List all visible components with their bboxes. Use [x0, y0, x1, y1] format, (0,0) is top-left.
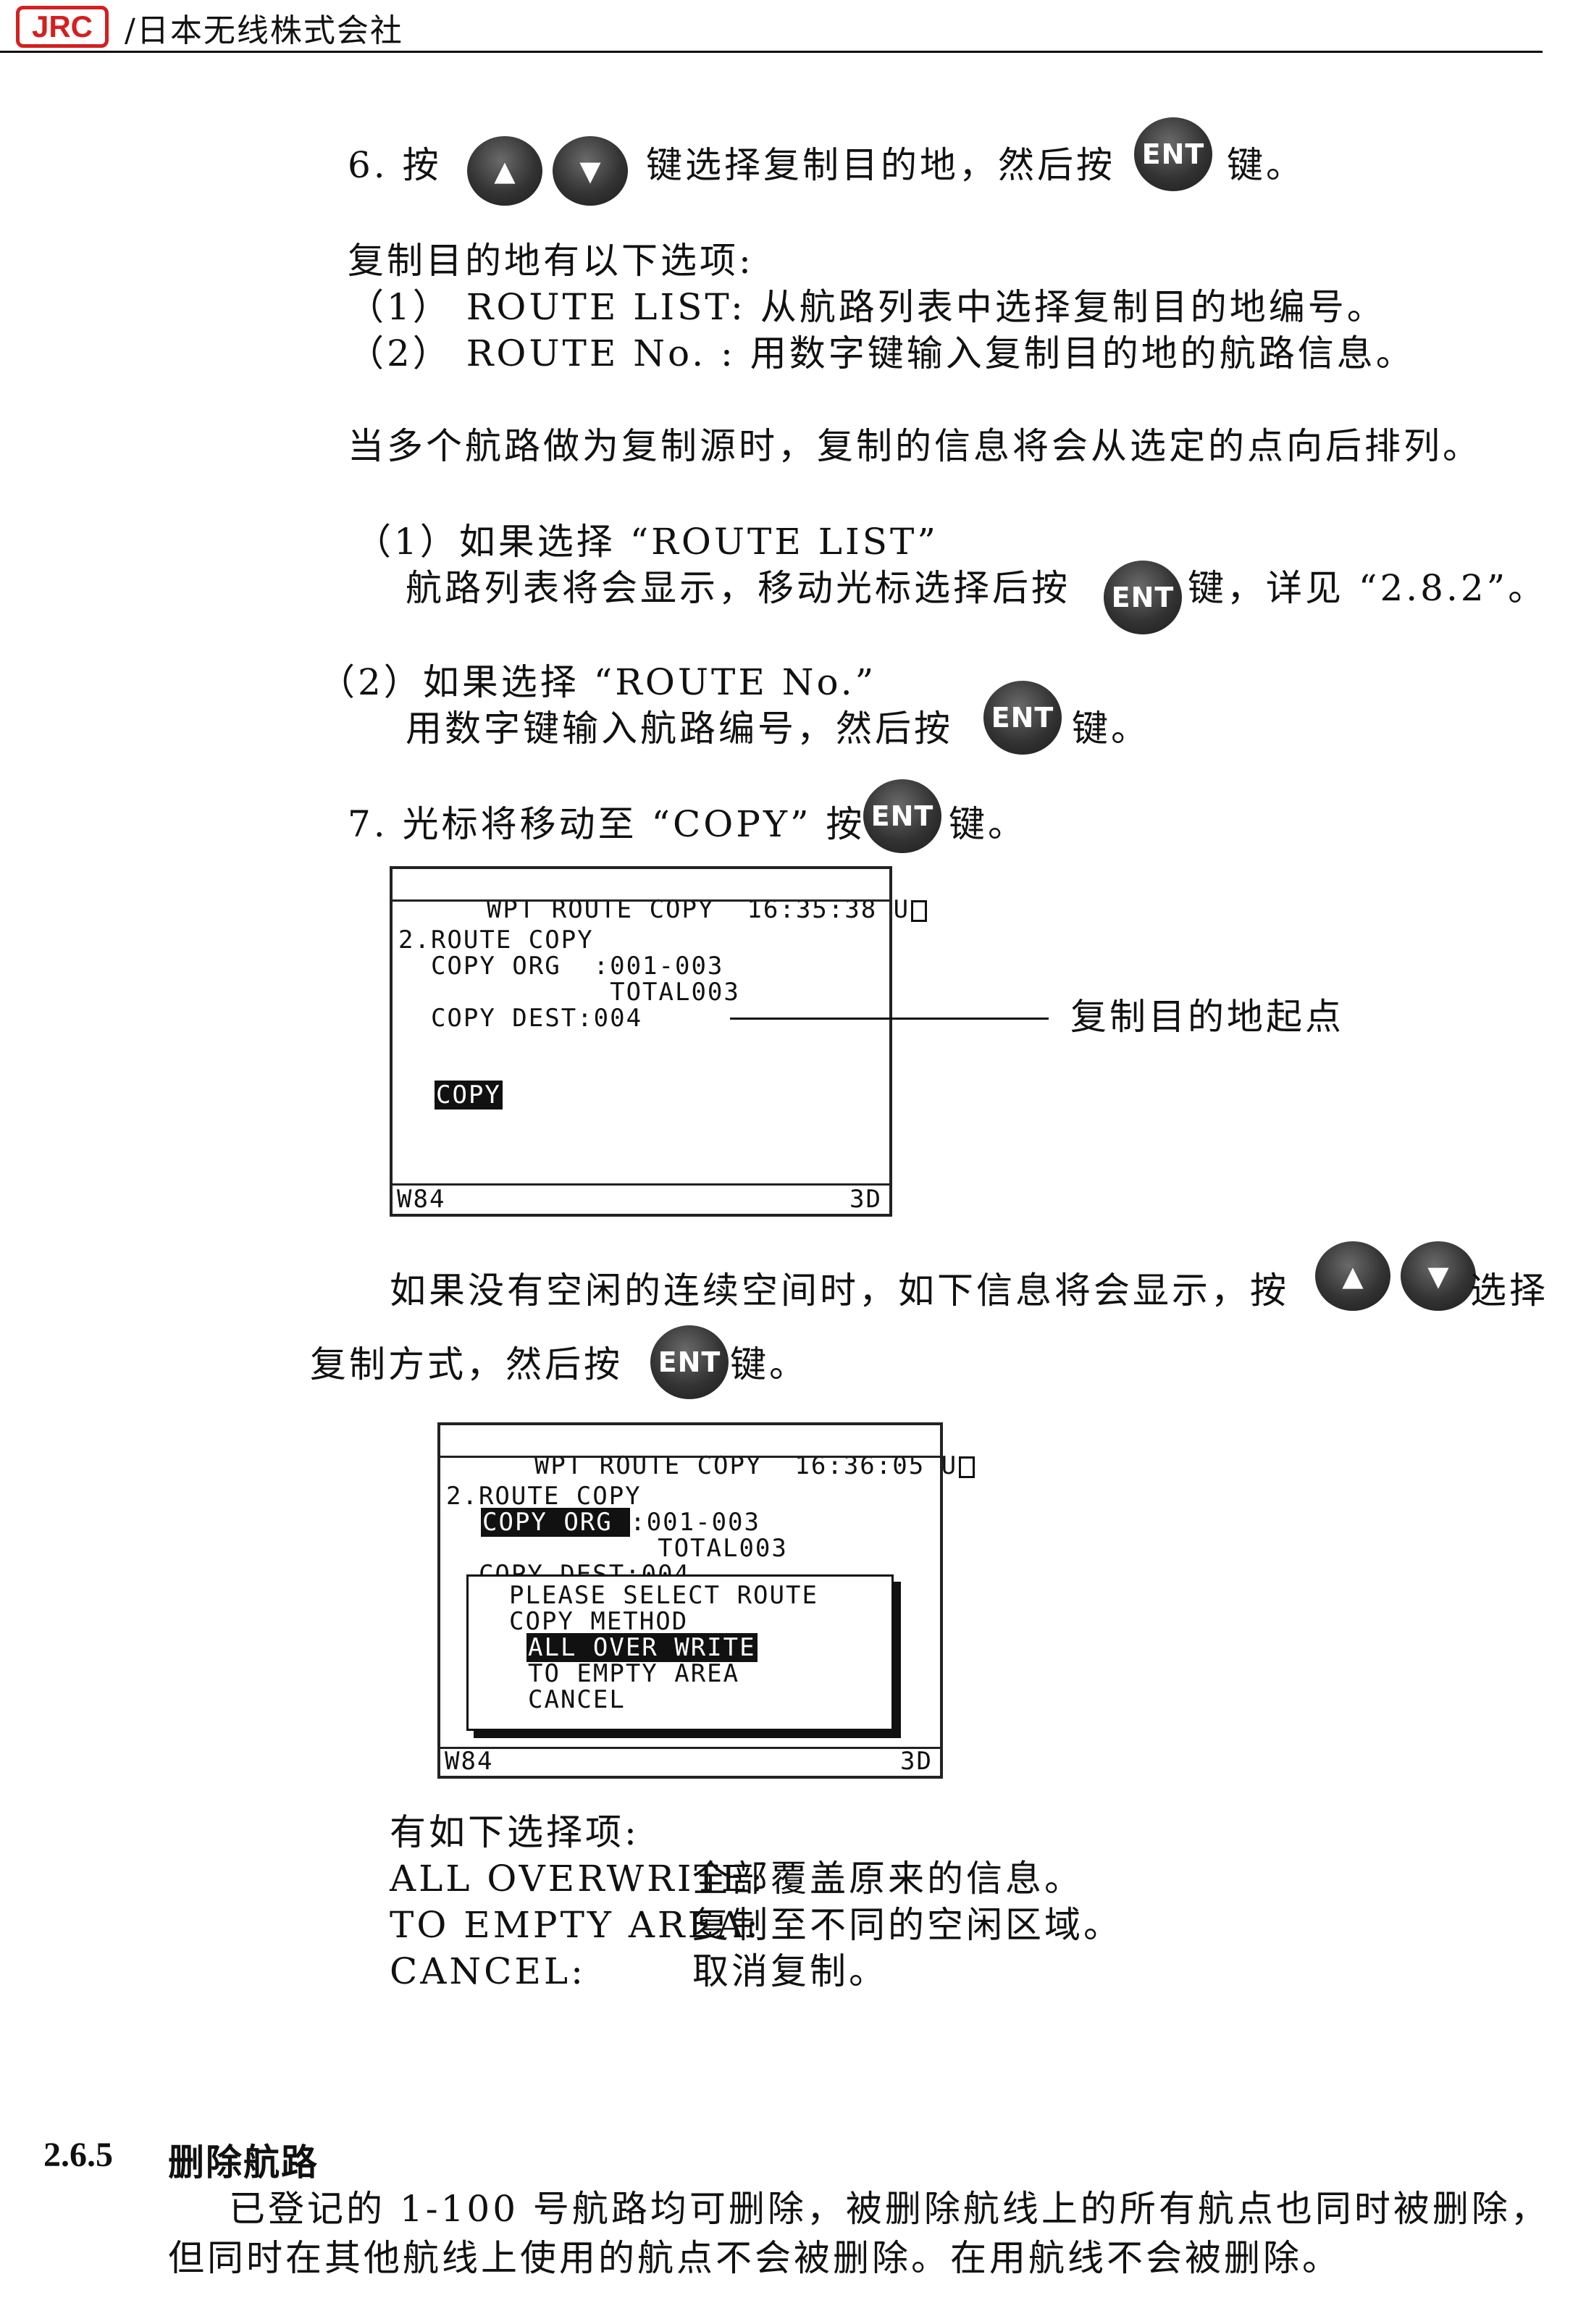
choice-desc-cancel: 取消复制。: [692, 1950, 888, 1992]
lcd-screen-route-copy: WPT ROUTE COPY 16:35:38 U 2.ROUTE COPY C…: [390, 866, 928, 1217]
choice-label-cancel: CANCEL:: [390, 1950, 586, 1992]
popup-option-all-overwrite[interactable]: ALL OVER WRITE: [526, 1633, 758, 1662]
lcd-line-2: COPY ORG :001-003: [398, 952, 724, 981]
lcd-screen-route-copy-method: WPT ROUTE COPY 16:36:05 U 2.ROUTE COPY C…: [437, 1422, 975, 1779]
ent-key-icon: ENT: [650, 1325, 729, 1399]
lcd-footer-right: 3D: [900, 1747, 933, 1776]
step7-post: 键。: [949, 803, 1027, 845]
lcd-footer-divider: [440, 1747, 940, 1749]
lcd-footer-divider: [393, 1183, 889, 1186]
step6-prefix: 6. 按: [348, 144, 442, 186]
lcd-footer-right: 3D: [849, 1185, 882, 1214]
case2-heading: （2）如果选择 “ROUTE No.”: [319, 661, 877, 703]
choice-desc-all-overwrite: 全部覆盖原来的信息。: [692, 1858, 1083, 1900]
company-name: /日本无线株式会社: [125, 12, 403, 49]
choice-label-empty-area: TO EMPTY AREA:: [390, 1904, 762, 1946]
lcd-line-4: COPY DEST:004: [446, 1560, 691, 1574]
lcd-line-1: 2.ROUTE COPY: [398, 926, 594, 955]
section-number: 2.6.5: [43, 2136, 113, 2174]
section-title: 删除航路: [168, 2141, 319, 2184]
step6-mid: 键选择复制目的地，然后按: [646, 144, 1115, 186]
popup-line-1: PLEASE SELECT ROUTE: [509, 1581, 818, 1610]
case1-line-pre: 航路列表将会显示，移动光标选择后按: [406, 567, 1070, 609]
up-key-icon: ▲: [467, 136, 542, 206]
section-paragraph-line1: 已登记的 1-100 号航路均可删除，被删除航线上的所有航点也同时被删除，: [229, 2188, 1550, 2230]
dest-options-intro: 复制目的地有以下选项:: [348, 240, 754, 282]
dest-option-2: （2） ROUTE No. : 用数字键输入复制目的地的航路信息。: [348, 332, 1415, 374]
no-space-line2-post: 键。: [730, 1343, 808, 1385]
lcd-footer-left: W84: [445, 1747, 494, 1776]
lcd-line-4: COPY DEST:004: [398, 1004, 643, 1033]
lcd-line-4-clip: COPY DEST:004: [440, 1560, 940, 1574]
ent-key-icon: ENT: [863, 779, 941, 853]
down-key-icon: ▼: [1401, 1241, 1476, 1311]
case1-line-post: 键，详见 “2.8.2”。: [1188, 567, 1548, 609]
lcd-line-3: TOTAL003: [398, 978, 740, 1007]
choice-desc-empty-area: 复制至不同的空闲区域。: [692, 1904, 1123, 1946]
lcd-line-3: TOTAL003: [446, 1534, 788, 1563]
case1-heading: （1）如果选择 “ROUTE LIST”: [355, 521, 939, 563]
header-divider: [0, 51, 1543, 53]
popup-line-2: COPY METHOD: [509, 1607, 689, 1636]
section-paragraph-line2: 但同时在其他航线上使用的航点不会被删除。在用航线不会被删除。: [168, 2237, 1341, 2279]
ent-key-icon: ENT: [983, 681, 1062, 755]
callout-leader-line: [730, 1018, 1049, 1020]
popup-option-cancel[interactable]: CANCEL: [528, 1685, 626, 1714]
down-key-icon: ▼: [553, 136, 628, 206]
callout-label: 复制目的地起点: [1070, 996, 1344, 1038]
lcd-footer-left: W84: [397, 1185, 446, 1214]
lcd-line-1: 2.ROUTE COPY: [446, 1482, 642, 1511]
case2-line-pre: 用数字键输入航路编号，然后按: [406, 708, 953, 750]
step6-suffix: 键。: [1227, 144, 1305, 186]
step7-pre: 7. 光标将移动至 “COPY” 按: [348, 803, 865, 845]
up-key-icon: ▲: [1315, 1241, 1390, 1311]
lcd-line-2: COPY ORG :001-003: [481, 1508, 760, 1537]
popup-option-empty-area[interactable]: TO EMPTY AREA: [528, 1659, 740, 1688]
lcd-title-divider: [393, 899, 889, 902]
multi-source-note: 当多个航路做为复制源时，复制的信息将会从选定的点向后排列。: [348, 425, 1482, 467]
dest-option-1: （1） ROUTE LIST: 从航路列表中选择复制目的地编号。: [348, 286, 1386, 328]
choices-intro: 有如下选择项:: [390, 1811, 639, 1853]
jrc-logo: JRC: [16, 6, 109, 48]
copy-method-popup: PLEASE SELECT ROUTE COPY METHOD ALL OVER…: [466, 1574, 894, 1731]
lcd-copy-button[interactable]: COPY: [435, 1081, 503, 1109]
lcd-title-divider: [440, 1456, 940, 1458]
ent-key-icon: ENT: [1134, 117, 1212, 191]
no-space-line2-pre: 复制方式，然后按: [310, 1343, 623, 1385]
ent-key-icon: ENT: [1104, 561, 1182, 634]
no-space-line1-pre: 如果没有空闲的连续空间时，如下信息将会显示，按: [390, 1270, 1289, 1312]
choice-label-all-overwrite: ALL OVERWRITE:: [390, 1858, 766, 1900]
no-space-line1-post: 选择: [1470, 1270, 1548, 1312]
case2-line-post: 键。: [1072, 708, 1150, 750]
